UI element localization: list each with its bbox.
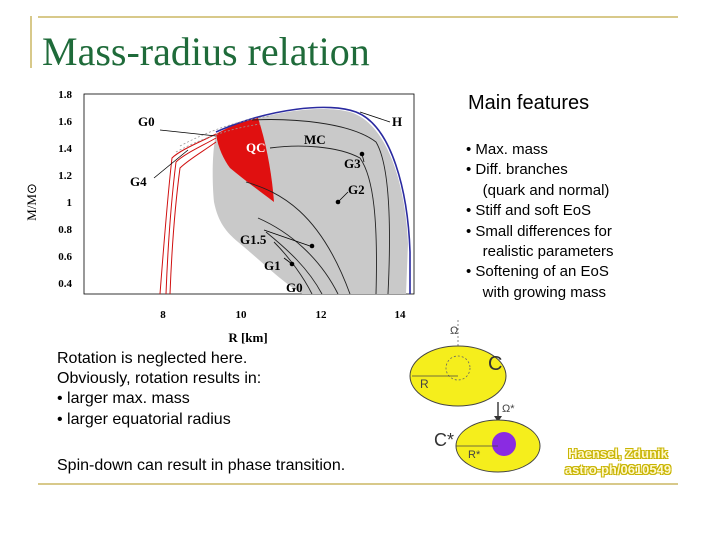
y-tick: 0.8 [58, 224, 72, 236]
core-outline [445, 355, 471, 381]
marker-dot [309, 243, 315, 249]
branch-curve [265, 231, 323, 295]
label-g1: G1 [264, 258, 281, 273]
mass-radius-figure: M/M⊙ 1.8 1.6 1.4 1.2 1 0.8 0.6 0.4 8 10 … [24, 89, 415, 345]
bottom-rule [38, 483, 678, 485]
transition-arrow-head [494, 416, 502, 422]
label-g4: G4 [130, 174, 147, 189]
rotation-note: Rotation is neglected here. Obviously, r… [57, 350, 262, 428]
left-rule [30, 16, 32, 68]
label-g2: G2 [348, 182, 365, 197]
x-tick: 8 [160, 309, 166, 321]
label-h: H [392, 114, 402, 129]
label-pointer [337, 191, 349, 203]
quark-star-curve [159, 133, 217, 295]
features-list: • Max. mass • Diff. branches (quark and … [466, 141, 614, 301]
y-tick: 1.2 [58, 170, 72, 182]
quark-branch-region [216, 118, 274, 202]
y-tick: 1.4 [58, 143, 72, 155]
label-pointer [263, 229, 311, 247]
y-tick: 0.6 [58, 251, 72, 263]
spin-down-note: Spin-down can result in phase transition… [57, 457, 346, 474]
label-g15: G1.5 [240, 232, 267, 247]
y-tick: 1.6 [58, 116, 72, 128]
label-mc: MC [304, 132, 326, 147]
r-label: R [420, 377, 429, 391]
label-qc: QC [246, 140, 266, 155]
x-tick: 12 [316, 309, 328, 321]
quark-star-curve [169, 141, 217, 295]
dashed-curve [175, 123, 261, 153]
label-pointer [283, 257, 293, 265]
quark-core [492, 432, 516, 456]
label-pointer [361, 153, 365, 163]
marker-dot [359, 151, 365, 157]
citation-reference: astro-ph/0610549 [564, 462, 672, 477]
omega-label: Ω [450, 325, 458, 337]
label-pointer [159, 129, 217, 137]
dashed-curve [179, 115, 271, 147]
branch-curve [273, 241, 313, 295]
stiff-eos-curve [215, 106, 411, 294]
y-tick: 0.4 [58, 278, 72, 290]
main-features-title: Main features [468, 92, 590, 114]
citation: Haensel, Zdunik astro-ph/0610549 [548, 446, 688, 478]
top-rule [38, 16, 678, 18]
branch-curve [245, 181, 351, 295]
label-g0-bottom: G0 [286, 280, 303, 295]
label-g0-top: G0 [138, 114, 155, 129]
y-tick: 1 [67, 197, 73, 209]
quark-star-curve [165, 137, 217, 295]
r-star-label: R* [468, 449, 481, 461]
x-tick: 14 [395, 309, 407, 321]
c-star-label: C* [434, 430, 454, 450]
x-axis-label: R [km] [228, 330, 267, 345]
branch-curve [251, 119, 390, 295]
label-g3: G3 [344, 156, 361, 171]
citation-authors: Haensel, Zdunik [568, 446, 668, 461]
c-label: C [488, 353, 502, 375]
slide-title: Mass-radius relation [42, 29, 370, 74]
label-pointer [153, 149, 189, 179]
y-axis-label: M/M⊙ [24, 183, 39, 221]
y-tick: 1.8 [58, 89, 72, 101]
omega-star-label: Ω* [502, 403, 515, 415]
branch-curve [269, 145, 377, 295]
rotating-star-diagram: Ω R C Ω* C* R* [409, 320, 541, 473]
label-pointer [359, 111, 391, 123]
x-tick: 10 [236, 309, 248, 321]
branch-curve [257, 217, 339, 295]
